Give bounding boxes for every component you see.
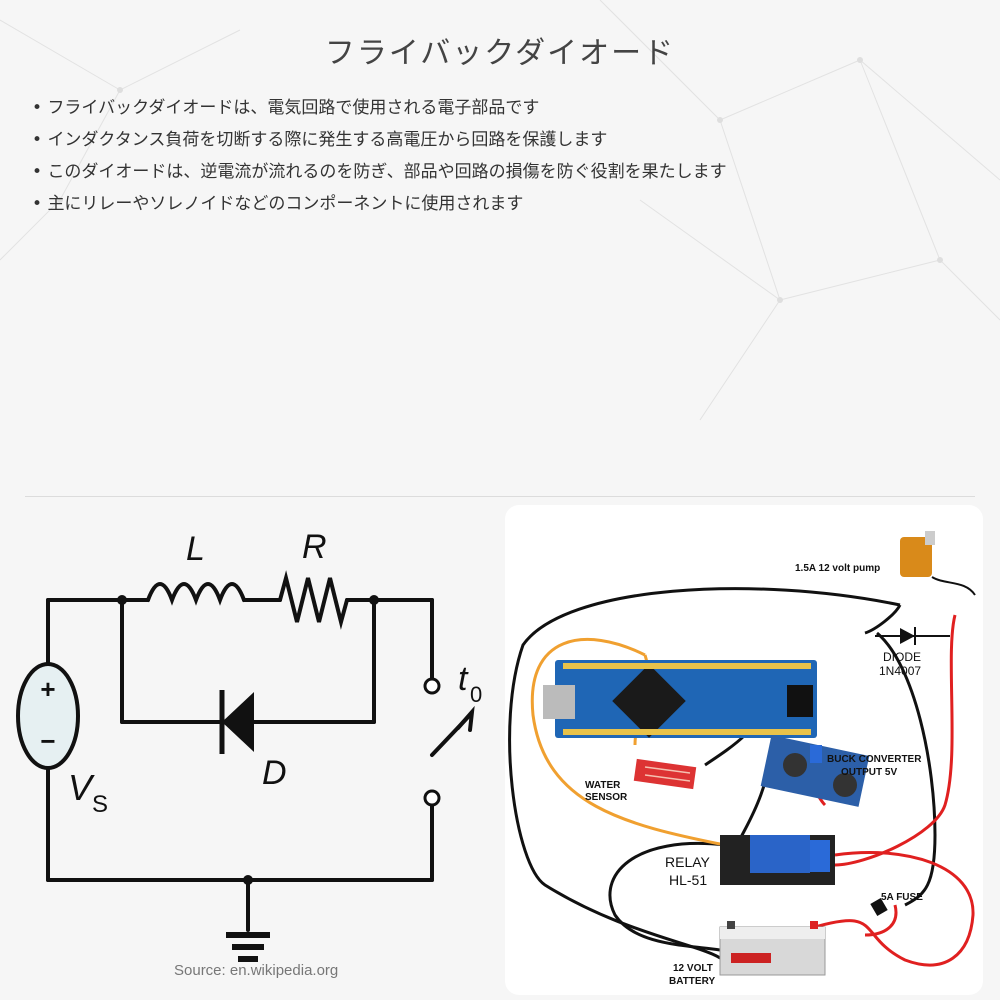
fuse-label: 5A FUSE xyxy=(881,892,923,903)
diode-symbol xyxy=(222,692,254,752)
battery xyxy=(719,921,826,976)
bullet-item: このダイオードは、逆電流が流れるのを防ぎ、部品や回路の損傷を防ぐ役割を果たします xyxy=(32,156,932,188)
diode-part-number: 1N4007 xyxy=(879,664,921,678)
source-label: V xyxy=(68,767,95,808)
buck-converter xyxy=(760,735,870,807)
wiring-diagram: 1.5A 12 volt pump DIODE 1N4007 xyxy=(508,531,976,987)
fuse-part xyxy=(870,897,888,917)
source-subscript: S xyxy=(92,791,108,818)
source-credit: Source: en.wikipedia.org xyxy=(174,962,339,979)
diode-label: D xyxy=(262,754,287,792)
arduino-board xyxy=(543,660,817,738)
relay-part-number: HL-51 xyxy=(669,872,707,888)
buck-label: BUCK CONVERTER xyxy=(827,754,922,765)
relay-module xyxy=(720,835,835,885)
inductor-symbol xyxy=(146,582,246,606)
page-title: フライバックダイオード xyxy=(324,36,676,71)
relay-label: RELAY xyxy=(665,854,711,870)
water-label: WATER xyxy=(585,780,621,791)
sensor-label: SENSOR xyxy=(585,792,628,803)
section-divider xyxy=(25,496,975,497)
bullet-item: フライバックダイオードは、電気回路で使用される電子部品です xyxy=(32,92,932,124)
diode-text: DIODE xyxy=(883,650,921,664)
water-sensor xyxy=(633,758,697,790)
wiring-diagram-panel: 1.5A 12 volt pump DIODE 1N4007 xyxy=(505,505,983,995)
resistor-symbol xyxy=(278,570,349,630)
plus-label: + xyxy=(40,674,55,704)
diode-part xyxy=(875,627,950,645)
bullet-list: フライバックダイオードは、電気回路で使用される電子部品です インダクタンス負荷を… xyxy=(32,92,932,220)
voltage-source-symbol xyxy=(16,662,80,770)
minus-label: − xyxy=(40,726,55,756)
buck-output-label: OUTPUT 5V xyxy=(841,767,897,778)
pump-label: 1.5A 12 volt pump xyxy=(795,563,880,574)
bullet-item: インダクタンス負荷を切断する際に発生する高電圧から回路を保護します xyxy=(32,124,932,156)
switch-subscript: 0 xyxy=(470,682,482,707)
resistor-label: R xyxy=(302,528,327,566)
pump-image xyxy=(900,531,976,596)
bullet-item: 主にリレーやソレノイドなどのコンポーネントに使用されます xyxy=(32,188,932,220)
battery-label: 12 VOLT xyxy=(673,963,713,974)
background-network-decoration xyxy=(0,0,1000,421)
inductor-label: L xyxy=(186,530,205,568)
switch-label: t xyxy=(458,660,469,698)
battery-label-2: BATTERY xyxy=(669,976,715,987)
flyback-schematic: + − L R D V S t 0 xyxy=(16,528,482,962)
